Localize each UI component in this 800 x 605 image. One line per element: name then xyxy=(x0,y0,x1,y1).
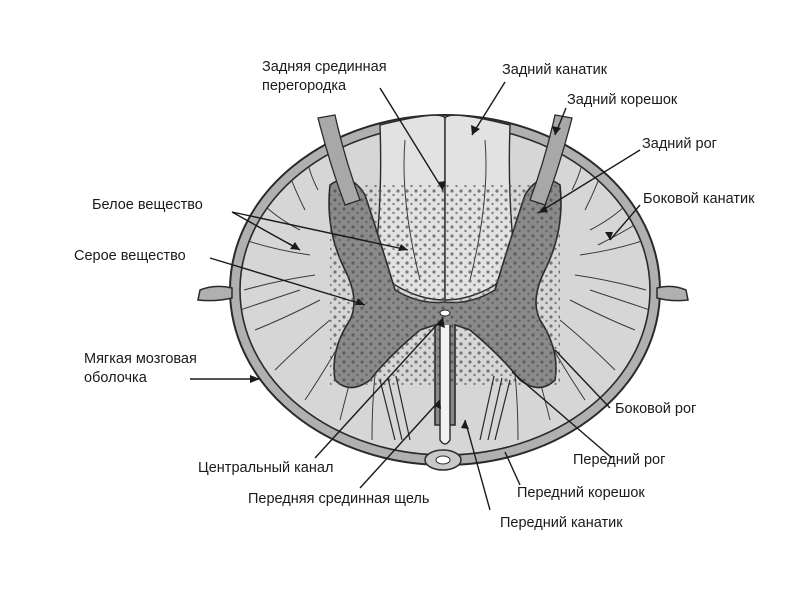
label-anterior-horn: Передний рог xyxy=(573,452,665,468)
label-white-matter: Белое вещество xyxy=(92,197,203,213)
label-anterior-median-fissure: Передняя срединная щель xyxy=(248,491,429,507)
label-anterior-funiculus: Передний канатик xyxy=(500,515,623,531)
label-central-canal: Центральный канал xyxy=(198,460,333,476)
label-posterior-horn: Задний рог xyxy=(642,136,717,152)
leader-lines xyxy=(190,81,641,511)
label-lateral-funiculus: Боковой канатик xyxy=(643,191,755,207)
arrowheads xyxy=(250,125,613,429)
anterior-roots xyxy=(379,375,511,441)
label-lateral-horn: Боковой рог xyxy=(615,401,696,417)
label-posterior-median-septum-1: Задняя срединная xyxy=(262,59,387,75)
label-posterior-median-septum-2: перегородка xyxy=(262,78,347,94)
label-posterior-root: Задний корешок xyxy=(567,92,678,108)
label-pia-mater-2: оболочка xyxy=(84,370,148,386)
label-pia-mater-1: Мягкая мозговая xyxy=(84,351,197,367)
label-posterior-funiculus: Задний канатик xyxy=(502,62,608,78)
gray-matter xyxy=(328,178,562,445)
label-anterior-root: Передний корешок xyxy=(517,485,645,501)
posterior-roots xyxy=(317,114,573,206)
label-gray-matter: Серое вещество xyxy=(74,248,186,264)
